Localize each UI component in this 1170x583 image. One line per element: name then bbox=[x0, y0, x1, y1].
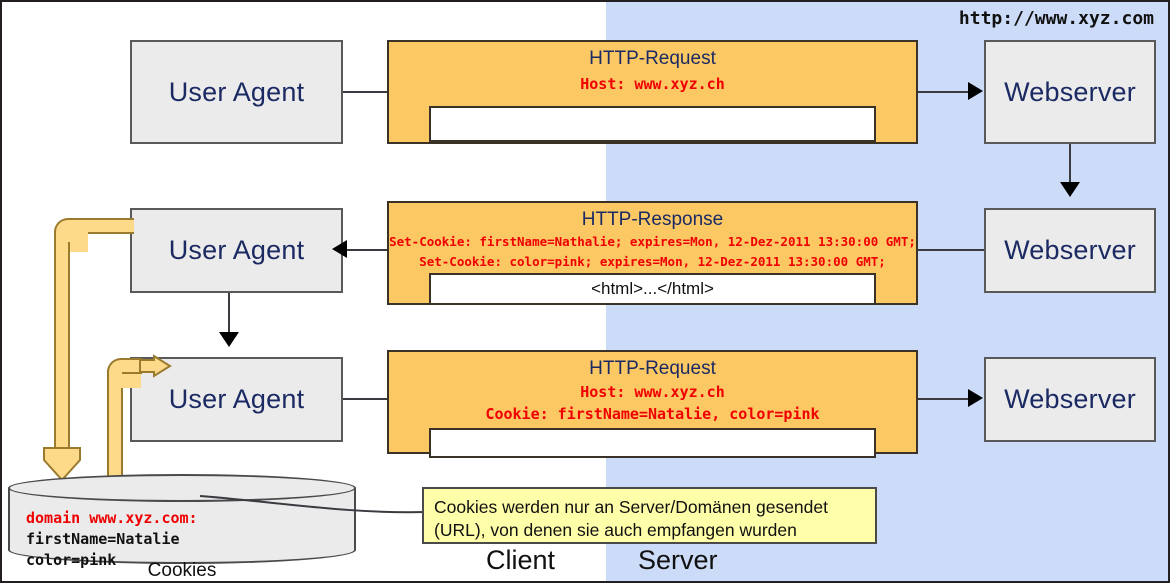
cookie-entry-color: color=pink bbox=[26, 551, 117, 569]
link-ws2-to-response1 bbox=[918, 249, 984, 251]
message-header-cookie: Cookie: firstName=Natalie, color=pink bbox=[485, 405, 820, 423]
note-line-2: (URL), von denen sie auch empfangen wurd… bbox=[434, 520, 797, 540]
arrowhead-down-ws2 bbox=[1060, 182, 1080, 197]
target-url-label: http://www.xyz.com bbox=[958, 8, 1154, 29]
link-response1-to-ua2 bbox=[343, 249, 387, 251]
node-user-agent-3: User Agent bbox=[130, 357, 343, 442]
arrowhead-right-user-agent-3 bbox=[139, 354, 172, 378]
node-user-agent-2: User Agent bbox=[130, 208, 343, 293]
message-body-3 bbox=[429, 428, 876, 458]
explanation-note: Cookies werden nur an Server/Domänen ges… bbox=[422, 487, 877, 544]
cookie-store-caption: Cookies bbox=[147, 560, 217, 581]
message-http-request-1: HTTP-Request Host: www.xyz.ch bbox=[387, 40, 918, 144]
message-title: HTTP-Request bbox=[589, 358, 716, 379]
message-title: HTTP-Request bbox=[589, 48, 716, 69]
message-http-request-2: HTTP-Request Host: www.xyz.ch Cookie: fi… bbox=[387, 350, 918, 458]
message-header-set-cookie-2: Set-Cookie: color=pink; expires=Mon, 12-… bbox=[419, 254, 886, 269]
arrowhead-right-ws1 bbox=[968, 82, 983, 100]
node-webserver-1: Webserver bbox=[984, 40, 1156, 144]
link-ua2-to-ua3 bbox=[228, 293, 230, 337]
region-label-client: Client bbox=[486, 545, 556, 575]
note-line-1: Cookies werden nur an Server/Domänen ges… bbox=[434, 497, 828, 517]
node-webserver-3: Webserver bbox=[984, 357, 1156, 442]
message-body-2: <html>...</html> bbox=[429, 273, 876, 305]
callout-leader-line bbox=[199, 495, 427, 514]
node-user-agent-1: User Agent bbox=[130, 40, 343, 144]
message-header-set-cookie-1: Set-Cookie: firstName=Nathalie; expires=… bbox=[389, 234, 916, 249]
cylinder-top bbox=[8, 474, 356, 502]
cookie-entry-firstname: firstName=Natalie bbox=[26, 530, 180, 548]
node-webserver-2: Webserver bbox=[984, 208, 1156, 293]
arrowhead-down-cookie-store bbox=[43, 447, 81, 482]
arrowhead-right-ws3 bbox=[968, 389, 983, 407]
link-ws1-to-ws2 bbox=[1069, 144, 1071, 186]
cookie-store-contents: domain www.xyz.com: firstName=Natalie co… bbox=[26, 508, 198, 571]
link-request2-to-ws3 bbox=[918, 398, 976, 400]
message-header-host-2: Host: www.xyz.ch bbox=[580, 383, 725, 401]
message-http-response-1: HTTP-Response Set-Cookie: firstName=Nath… bbox=[387, 201, 918, 305]
message-header-host: Host: www.xyz.ch bbox=[580, 75, 725, 93]
region-label-server: Server bbox=[638, 545, 718, 575]
link-ua1-to-request1 bbox=[343, 91, 387, 93]
cookie-store-cylinder: domain www.xyz.com: firstName=Natalie co… bbox=[8, 474, 356, 569]
arrowhead-left-ua2 bbox=[332, 240, 347, 258]
cookie-domain-line: domain www.xyz.com: bbox=[26, 509, 198, 527]
link-ua3-to-request2 bbox=[343, 398, 387, 400]
message-body-1 bbox=[429, 106, 876, 142]
message-title: HTTP-Response bbox=[581, 209, 724, 230]
arrowhead-down-ua3 bbox=[219, 332, 239, 347]
link-request1-to-ws1 bbox=[918, 91, 976, 93]
